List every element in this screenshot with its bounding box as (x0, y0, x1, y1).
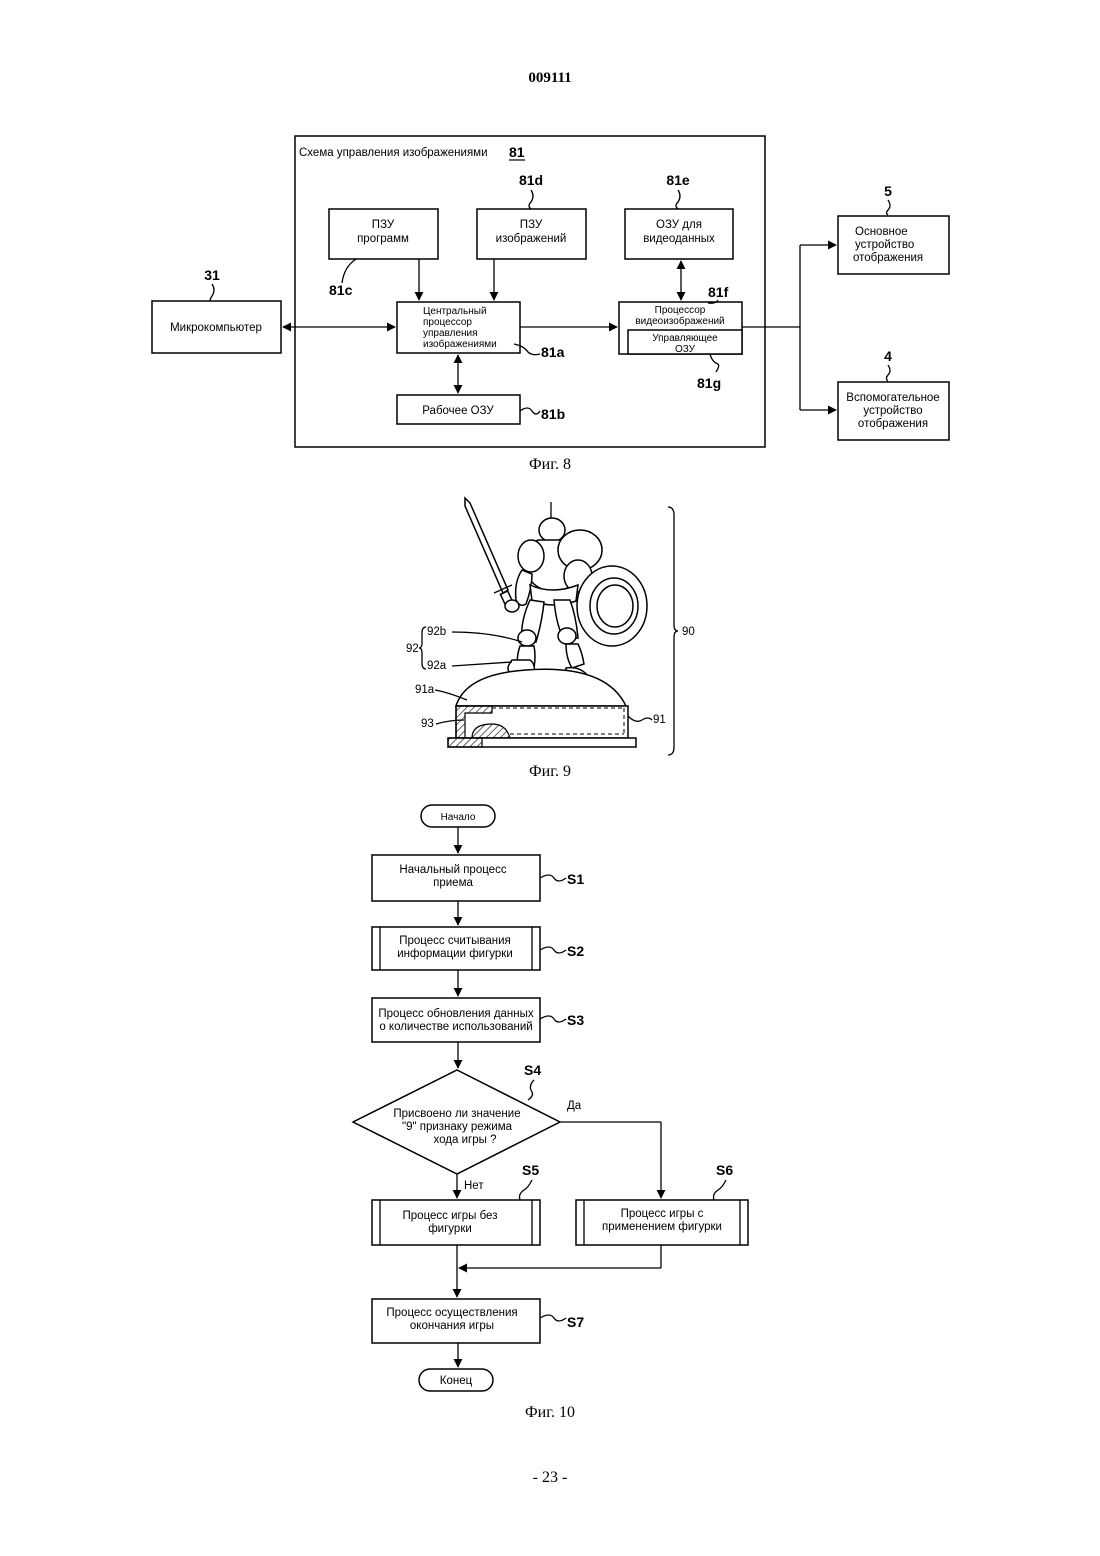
document-number: 009111 (528, 70, 571, 86)
label-91a: 91a (415, 684, 435, 696)
s6-line-1: Процесс игры с (621, 1208, 704, 1220)
work-ram-ref: 81b (541, 406, 565, 422)
main-display-label-2: устройство (855, 239, 914, 251)
s1-line-2: приема (433, 877, 473, 889)
s4-line-2: "9" признаку режима (402, 1121, 513, 1133)
program-rom-ref: 81c (329, 282, 353, 298)
microcomputer-ref: 31 (204, 267, 220, 283)
work-ram-label: Рабочее ОЗУ (422, 405, 494, 417)
s4-no-label: Нет (464, 1180, 484, 1192)
main-display-label-3: отображения (853, 252, 923, 264)
figure-10-flowchart: Начало Начальный процесс приема S1 Проце… (353, 805, 748, 1421)
s7-ref: S7 (567, 1314, 584, 1330)
s4-line-3: хода игры ? (434, 1134, 497, 1146)
label-91: 91 (653, 714, 666, 726)
label-92: 92 (406, 643, 419, 655)
fig8-caption: Фиг. 8 (529, 456, 571, 473)
s5-line-1: Процесс игры без (403, 1210, 498, 1222)
aux-display-label-1: Вспомогательное (846, 392, 939, 404)
label-90: 90 (682, 626, 695, 638)
cpu-ref: 81a (541, 344, 565, 360)
microcomputer-label: Микрокомпьютер (170, 322, 262, 334)
s4-yes-label: Да (567, 1100, 582, 1112)
s2-ref: S2 (567, 943, 584, 959)
s3-line-2: о количестве использований (379, 1021, 532, 1033)
cpu-label-3: управления (423, 328, 478, 339)
cpu-label-4: изображениями (423, 338, 497, 350)
video-ram-label-2: видеоданных (643, 233, 715, 245)
control-ram-label-2: ОЗУ (675, 344, 696, 355)
start-label: Начало (441, 812, 476, 823)
s7-line-1: Процесс осуществления (386, 1307, 517, 1319)
video-ram-ref: 81e (666, 172, 690, 188)
cpu-label-2: процессор (423, 317, 472, 328)
figure-8-block-diagram: Схема управления изображениями 81 31 Мик… (152, 136, 949, 473)
s6-line-2: применением фигурки (602, 1221, 722, 1233)
fig10-caption: Фиг. 10 (525, 1404, 575, 1421)
aux-display-ref: 4 (884, 348, 892, 364)
aux-display-label-2: устройство (863, 405, 922, 417)
aux-display-label-3: отображения (858, 418, 928, 430)
image-rom-label-1: ПЗУ (520, 219, 543, 231)
video-processor-ref: 81f (708, 284, 729, 300)
main-display-label-1: Основное (855, 226, 908, 238)
frame-title: Схема управления изображениями (299, 147, 488, 159)
image-rom-label-2: изображений (496, 233, 567, 245)
s5-line-2: фигурки (428, 1223, 472, 1235)
s4-ref: S4 (524, 1062, 541, 1078)
figure-9-figurine: 90 92b 92a 92 91a 93 91 Фиг. 9 (406, 498, 695, 780)
program-rom-label-2: программ (357, 233, 409, 245)
s2-line-1: Процесс считывания (399, 935, 511, 947)
s1-line-1: Начальный процесс (399, 864, 506, 876)
program-rom-label-1: ПЗУ (372, 219, 395, 231)
s3-ref: S3 (567, 1012, 584, 1028)
s6-ref: S6 (716, 1162, 733, 1178)
figurine-illustration (448, 498, 647, 747)
control-ram-ref: 81g (697, 375, 721, 391)
label-93: 93 (421, 718, 434, 730)
end-label: Конец (440, 1375, 473, 1387)
page-number: - 23 - (533, 1469, 568, 1486)
step-s3-box (372, 998, 540, 1042)
video-processor-label-2: видеоизображений (635, 315, 724, 327)
label-92b: 92b (427, 626, 446, 638)
s3-line-1: Процесс обновления данных (378, 1008, 534, 1020)
fig9-caption: Фиг. 9 (529, 763, 571, 780)
s1-ref: S1 (567, 871, 584, 887)
s4-line-1: Присвоено ли значение (393, 1108, 520, 1120)
s7-line-2: окончания игры (410, 1320, 494, 1332)
video-ram-label-1: ОЗУ для (656, 219, 702, 231)
main-display-ref: 5 (884, 183, 892, 199)
cpu-label-1: Центральный (423, 306, 487, 317)
video-processor-label-1: Процессор (655, 305, 706, 316)
control-ram-label-1: Управляющее (652, 333, 718, 344)
frame-ref: 81 (509, 144, 525, 160)
image-rom-ref: 81d (519, 172, 543, 188)
label-92a: 92a (427, 660, 447, 672)
s5-ref: S5 (522, 1162, 539, 1178)
s2-line-2: информации фигурки (397, 948, 513, 960)
